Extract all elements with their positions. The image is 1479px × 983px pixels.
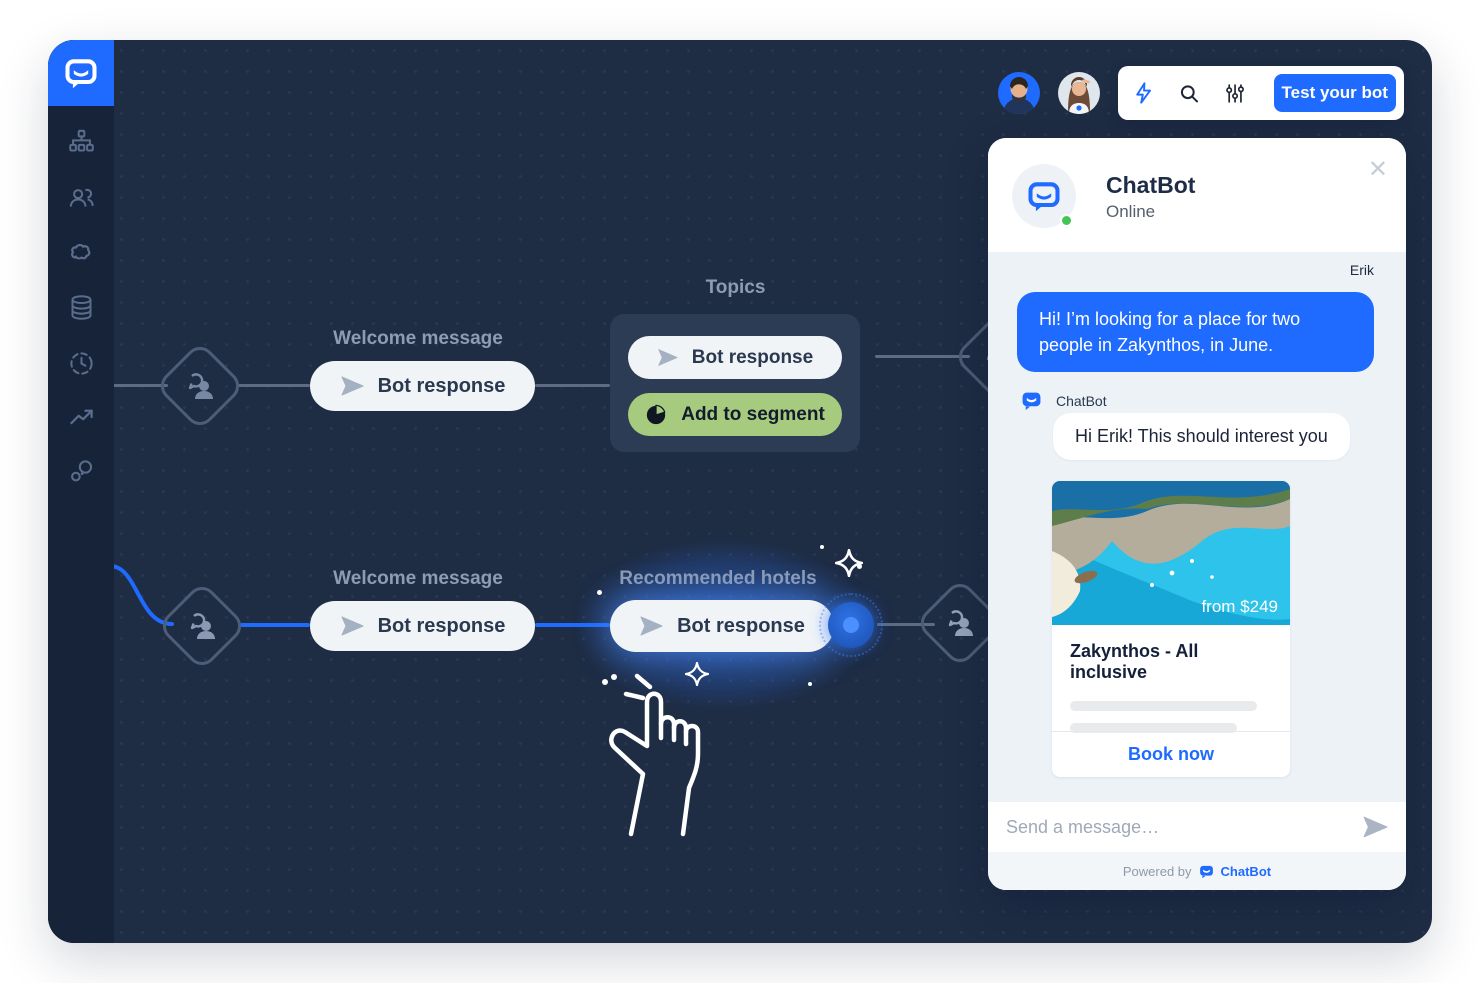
- sparkle-icon: [835, 549, 863, 577]
- sidebar-item-integrations[interactable]: [48, 449, 114, 493]
- hotel-title: Zakynthos - All inclusive: [1070, 641, 1199, 682]
- node-pill-label: Bot response: [377, 614, 506, 637]
- connection-port-dot: [843, 617, 859, 633]
- chat-widget-footer: Powered by ChatBot: [988, 852, 1406, 890]
- sparkle-dot: [611, 674, 617, 680]
- chat-messages-area: Erik Hi! I’m looking for a place for two…: [988, 252, 1406, 802]
- toolbar: Test your bot: [1118, 66, 1404, 120]
- sidebar-item-history[interactable]: [48, 341, 114, 385]
- chat-widget-header: ChatBot Online ✕: [988, 138, 1406, 252]
- beach-photo: [1052, 481, 1290, 625]
- connector: [875, 355, 970, 358]
- sidebar-logo[interactable]: [48, 40, 114, 106]
- chatbot-logo-icon: [1199, 865, 1213, 878]
- analytics-icon: [69, 409, 93, 424]
- female-avatar-image: [1068, 77, 1090, 114]
- hotel-card-image: from $249: [1052, 481, 1290, 625]
- add-to-segment-node[interactable]: Add to segment: [628, 393, 842, 436]
- ai-brain-icon: [70, 243, 90, 259]
- sparkle-dot: [820, 545, 824, 549]
- send-icon: [640, 616, 663, 636]
- sidebar-item-flows[interactable]: [48, 119, 114, 163]
- send-message-icon[interactable]: [1362, 814, 1388, 840]
- connector-curve: [108, 564, 174, 626]
- chat-user-icon: [190, 613, 215, 639]
- recommended-hotels-node[interactable]: Bot response: [610, 600, 834, 652]
- sidebar: [48, 40, 114, 943]
- search-icon[interactable]: [1179, 82, 1199, 105]
- topics-group-node[interactable]: Bot response Add to segment: [610, 314, 860, 452]
- node-label: Recommended hotels: [619, 568, 817, 589]
- integrations-icon: [70, 459, 92, 481]
- chat-widget: ChatBot Online ✕ Erik Hi! I’m looking fo…: [988, 138, 1406, 890]
- bot-message-header: ChatBot: [1021, 390, 1107, 411]
- node-pill-label: Add to segment: [681, 403, 825, 425]
- chatbot-logo-icon: [1028, 182, 1060, 212]
- chatbot-logo-icon: [1022, 392, 1041, 410]
- flows-icon: [68, 129, 94, 152]
- chatbot-logo-icon: [65, 59, 97, 89]
- sparkle-dot: [857, 564, 862, 569]
- node-label: Topics: [705, 277, 766, 298]
- close-icon[interactable]: ✕: [1367, 156, 1388, 183]
- flow-trigger-node[interactable]: [914, 577, 1006, 669]
- filters-icon[interactable]: [1225, 82, 1245, 105]
- bot-response-node[interactable]: Bot response: [310, 361, 535, 411]
- online-status-dot: [1060, 214, 1073, 227]
- history-icon: [69, 351, 93, 375]
- chat-user-icon: [948, 610, 973, 636]
- sidebar-item-analytics[interactable]: [48, 395, 114, 439]
- message-input[interactable]: [1006, 816, 1362, 838]
- hotel-price: from $249: [1201, 597, 1278, 616]
- bot-message-bubble: Hi Erik! This should interest you: [1053, 413, 1350, 460]
- flow-trigger-node[interactable]: [156, 580, 248, 672]
- user-message-bubble: Hi! I’m looking for a place for two peop…: [1017, 292, 1374, 372]
- sparkle-icon: [685, 662, 709, 686]
- sidebar-item-ai[interactable]: [48, 230, 114, 274]
- database-icon: [70, 294, 92, 320]
- powered-by-brand[interactable]: ChatBot: [1220, 863, 1272, 879]
- sparkle-dot: [808, 682, 812, 686]
- send-icon: [658, 349, 678, 366]
- male-user-avatar[interactable]: [998, 72, 1040, 114]
- node-pill-label: Bot response: [677, 614, 805, 637]
- lightning-icon[interactable]: [1134, 80, 1153, 106]
- sidebar-item-data[interactable]: [48, 285, 114, 329]
- test-your-bot-button[interactable]: Test your bot: [1273, 74, 1396, 112]
- node-label: Welcome message: [333, 568, 503, 589]
- connection-port-halo: [819, 593, 883, 657]
- bot-name-label: ChatBot: [1056, 392, 1107, 409]
- connector: [238, 384, 310, 387]
- chat-input-row: [988, 802, 1406, 852]
- chat-widget-title: ChatBot: [1106, 172, 1196, 198]
- node-pill-label: Bot response: [691, 346, 814, 368]
- connector: [112, 384, 168, 387]
- segment-pie-icon: [647, 404, 666, 424]
- chat-user-icon: [188, 373, 213, 399]
- flow-trigger-node[interactable]: [154, 340, 246, 432]
- sparkle-dot: [597, 590, 602, 595]
- skeleton-text-line: [1070, 723, 1237, 733]
- bot-response-node[interactable]: Bot response: [310, 601, 535, 651]
- book-now-button[interactable]: Book now: [1052, 731, 1290, 777]
- app-window: Welcome message Bot response Topics Bot …: [48, 40, 1432, 943]
- connector-active: [240, 623, 310, 627]
- hotel-card: from $249 Zakynthos - All inclusive Book…: [1052, 481, 1290, 777]
- sidebar-item-users[interactable]: [48, 175, 114, 219]
- bot-response-node[interactable]: Bot response: [628, 336, 842, 379]
- node-label: Welcome message: [333, 328, 503, 349]
- female-user-avatar[interactable]: [1058, 72, 1100, 114]
- hand-cursor-icon: [602, 673, 701, 837]
- male-avatar-image: [1003, 77, 1035, 114]
- sender-name: Erik: [1349, 262, 1374, 278]
- powered-by-label: Powered by: [1122, 863, 1192, 879]
- chat-widget-status: Online: [1106, 202, 1156, 221]
- skeleton-text-line: [1070, 701, 1257, 711]
- node-pill-label: Bot response: [377, 374, 506, 397]
- send-icon: [341, 616, 364, 636]
- send-icon: [341, 376, 364, 396]
- connector: [535, 384, 610, 387]
- connector-active: [535, 623, 610, 627]
- users-icon: [69, 188, 94, 207]
